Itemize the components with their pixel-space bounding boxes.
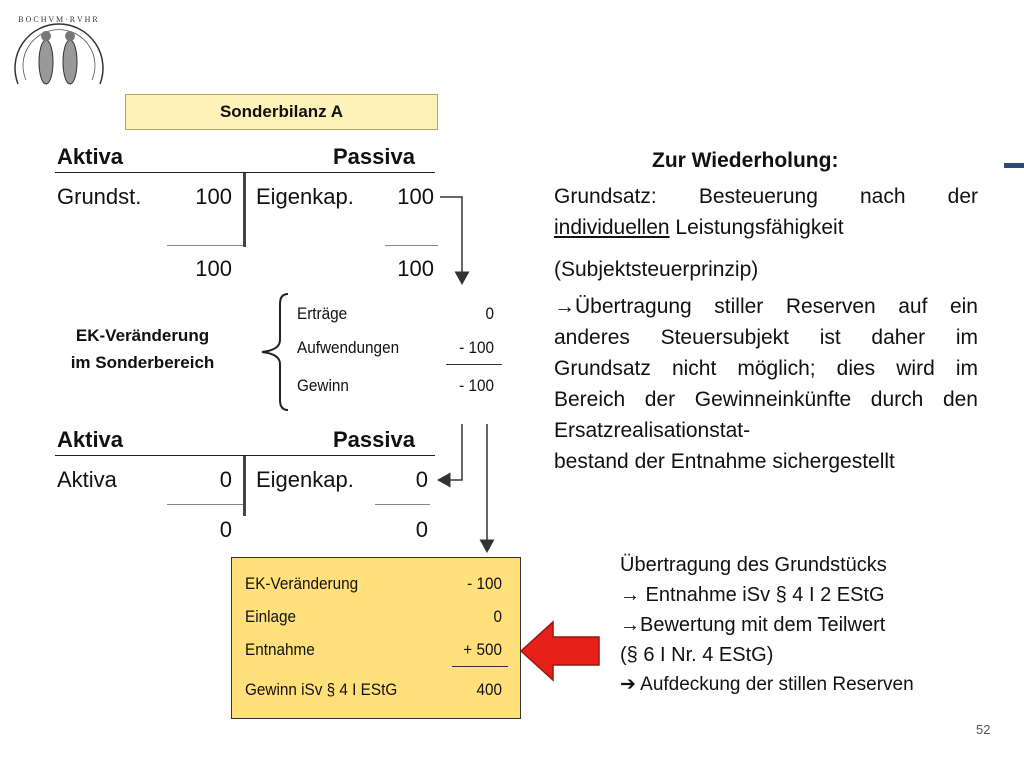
list-item-1: Übertragung des Grundstücks	[620, 554, 887, 576]
leistungsfaehigkeit-text: Leistungsfähigkeit	[669, 216, 844, 239]
konto2-top-line	[55, 455, 435, 456]
guv-gewinn: Gewinn	[297, 376, 349, 395]
uebertragung-paragraph: →Übertragung stiller Reserven auf ein an…	[554, 291, 978, 477]
wiederholung-heading: Zur Wiederholung:	[652, 149, 839, 172]
gewinn-calculation-box: EK-Veränderung - 100 Einlage 0 Entnahme …	[231, 557, 521, 719]
konto1-left-sum-line	[167, 245, 243, 246]
konto2-left-sum: 0	[219, 517, 232, 542]
yellow-row3-label: Entnahme	[245, 640, 315, 659]
page-number: 52	[976, 722, 991, 737]
konto2-right-item: Eigenkap.	[256, 467, 354, 492]
guv-gewinn-value: - 100	[459, 376, 494, 395]
grundsatz-line2: individuellen Leistungsfähigkeit	[554, 212, 978, 243]
yellow-row4-value: 400	[476, 680, 502, 699]
yellow-row2-value: 0	[493, 607, 502, 626]
konto1-right-item: Eigenkap.	[256, 184, 354, 209]
yellow-row4-label: Gewinn iSv § 4 I EStG	[245, 680, 398, 699]
konto1-left-sum: 100	[195, 256, 232, 281]
university-seal-logo: B O C H V M · R V H R	[4, 4, 112, 104]
konto1-top-line	[55, 172, 435, 173]
konto2-passiva-header: Passiva	[333, 427, 415, 452]
wiederholung-grundsatz: Grundsatz: Besteuerung nach der individu…	[554, 181, 978, 243]
list-item-4: (§ 6 I Nr. 4 EStG)	[620, 644, 774, 666]
subjektsteuerprinzip: (Subjektsteuerprinzip)	[554, 258, 759, 281]
individuellen-underlined: individuellen	[554, 216, 670, 239]
list-item-2: → Entnahme iSv § 4 I 2 EStG	[620, 584, 885, 606]
konto1-aktiva-header: Aktiva	[57, 144, 124, 169]
konto1-right-sum-line	[385, 245, 438, 246]
uebertragung-list: Übertragung des Grundstücks → Entnahme i…	[620, 550, 1020, 700]
yellow-row1-value: - 100	[467, 574, 502, 593]
konto2-right-sum: 0	[415, 517, 428, 542]
konto1-right-value: 100	[397, 184, 434, 209]
red-arrow-icon	[519, 620, 601, 682]
konto2-right-value: 0	[415, 467, 428, 492]
konto1-divider	[243, 173, 246, 247]
guv-aufwendungen-value: - 100	[459, 338, 494, 357]
yellow-sum-line	[452, 666, 508, 667]
ek-label-line1: EK-Veränderung	[75, 326, 210, 345]
yellow-row1-label: EK-Veränderung	[245, 574, 359, 593]
list-item-3: →Bewertung mit dem Teilwert	[620, 614, 886, 636]
konto1-left-item: Grundst.	[57, 184, 142, 209]
guv-brace	[258, 292, 292, 412]
arrow-guv-to-konto2	[437, 424, 463, 488]
yellow-row3-value: + 500	[463, 640, 502, 659]
guv-sum-line	[446, 364, 502, 365]
grundsatz-line1: Grundsatz: Besteuerung nach der	[554, 185, 978, 208]
svg-text:B O C H V M · R V H R: B O C H V M · R V H R	[18, 15, 98, 24]
arrow-konto1-to-guv	[440, 196, 470, 285]
konto2-left-sum-line	[167, 504, 243, 505]
konto2-aktiva-header: Aktiva	[57, 427, 124, 452]
konto2-divider	[243, 456, 246, 516]
guv-ertraege: Erträge	[297, 304, 348, 323]
guv-ertraege-value: 0	[485, 304, 494, 323]
ek-veraenderung-label: EK-Veränderung im Sonderbereich	[40, 322, 245, 376]
konto2-right-sum-line	[375, 504, 430, 505]
konto1-passiva-header: Passiva	[333, 144, 415, 169]
konto1-left-value: 100	[195, 184, 232, 209]
sonderbilanz-title: Sonderbilanz A	[125, 94, 438, 130]
uebertragung-last-line: bestand der Entnahme sichergestellt	[554, 450, 895, 473]
list-item-5: ➔ Aufdeckung der stillen Reserven	[620, 674, 914, 695]
accent-bar	[1004, 163, 1024, 168]
ek-label-line2: im Sonderbereich	[70, 353, 215, 372]
konto2-left-value: 0	[219, 467, 232, 492]
konto1-right-sum: 100	[397, 256, 434, 281]
uebertragung-text: →Übertragung stiller Reserven auf ein an…	[554, 295, 978, 442]
guv-aufwendungen: Aufwendungen	[297, 338, 400, 357]
konto2-left-item: Aktiva	[57, 467, 117, 492]
yellow-row2-label: Einlage	[245, 607, 297, 626]
